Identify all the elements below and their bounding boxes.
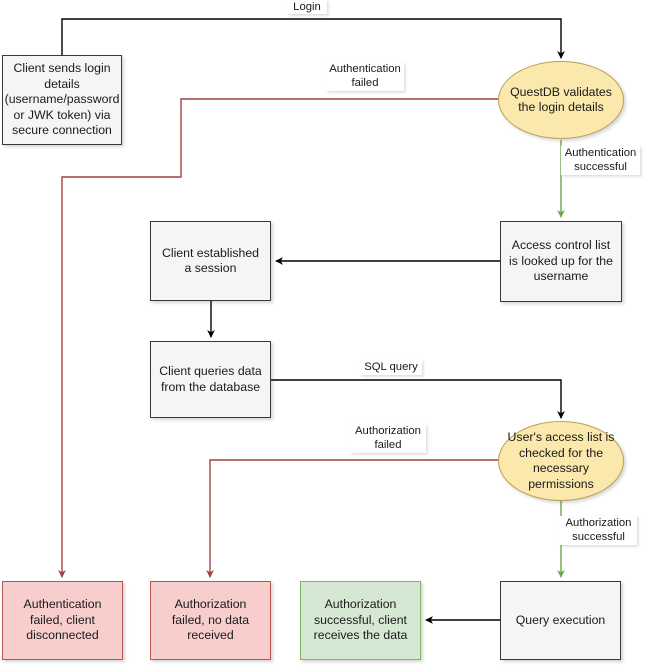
node-access-control-list[interactable]: Access control list is looked up for the… — [500, 221, 622, 302]
node-authorization-successful[interactable]: Authorization successful, client receive… — [300, 581, 421, 660]
edge-login — [61, 18, 565, 59]
edge-label-login: Login — [287, 0, 327, 14]
node-client-queries[interactable]: Client queries data from the database — [150, 341, 271, 418]
edge-authorization-failed — [206, 459, 500, 578]
node-access-list-checked[interactable]: User's access list is checked for the ne… — [498, 421, 624, 501]
node-questdb-validates[interactable]: QuestDB validates the login details — [498, 61, 624, 139]
edge-authentication-failed — [58, 98, 500, 578]
node-client-session[interactable]: Client established a session — [150, 221, 271, 301]
node-authentication-failed-label: Authentication failed, client disconnect… — [23, 597, 102, 643]
node-authentication-failed[interactable]: Authentication failed, client disconnect… — [2, 581, 123, 660]
edge-label-authentication-failed: Authentication failed — [326, 62, 404, 91]
node-query-execution-label: Query execution — [515, 612, 606, 627]
node-access-control-list-label: Access control list is looked up for the… — [509, 238, 613, 284]
node-query-execution[interactable]: Query execution — [500, 581, 621, 660]
node-client-login-label: Client sends login details (username/pas… — [4, 61, 120, 138]
node-client-login[interactable]: Client sends login details (username/pas… — [2, 55, 122, 145]
node-access-list-checked-label: User's access list is checked for the ne… — [507, 430, 615, 491]
node-client-queries-label: Client queries data from the database — [159, 364, 262, 394]
node-authorization-successful-label: Authorization successful, client receive… — [313, 597, 408, 643]
node-client-session-label: Client established a session — [161, 245, 260, 276]
node-authorization-failed[interactable]: Authorization failed, no data received — [150, 581, 271, 660]
node-authorization-failed-label: Authorization failed, no data received — [171, 597, 250, 643]
edge-sql-query — [271, 379, 565, 419]
edge-label-authorization-successful: Authorization successful — [560, 516, 637, 545]
node-questdb-validates-label: QuestDB validates the login details — [510, 84, 612, 115]
edge-label-sql-query: SQL query — [360, 360, 422, 375]
edge-label-authorization-failed: Authorization failed — [350, 424, 426, 453]
edge-label-authentication-successful: Authentication successful — [561, 146, 640, 175]
